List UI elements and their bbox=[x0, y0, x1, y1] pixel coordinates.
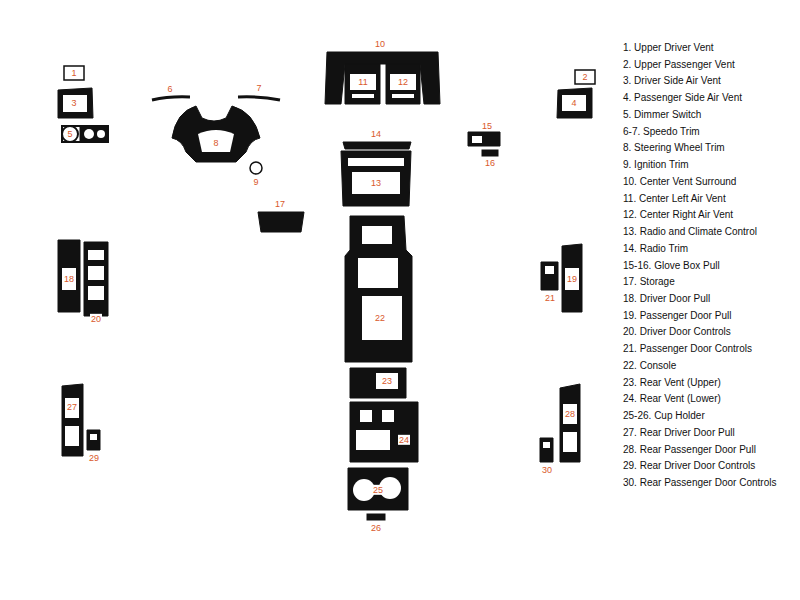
callout-number: 11 bbox=[357, 77, 368, 87]
part-list-item: 14. Radio Trim bbox=[623, 243, 688, 255]
part-list-item: 30. Rear Passenger Door Controls bbox=[623, 477, 776, 489]
part-list-item: 18. Driver Door Pull bbox=[623, 293, 710, 305]
callout-number: 6 bbox=[166, 84, 173, 94]
callout-number: 20 bbox=[90, 314, 102, 324]
callout-number: 18 bbox=[63, 274, 75, 284]
callout-number: 23 bbox=[381, 376, 393, 386]
part-list-item: 12. Center Right Air Vent bbox=[623, 210, 733, 222]
part-list-item: 6-7. Speedo Trim bbox=[623, 126, 700, 138]
part-list-item: 21. Passenger Door Controls bbox=[623, 343, 752, 355]
part-list-item: 25-26. Cup Holder bbox=[623, 410, 705, 422]
callout-number: 10 bbox=[374, 39, 386, 49]
part-list-item: 13. Radio and Climate Control bbox=[623, 226, 757, 238]
part-list-item: 3. Driver Side Air Vent bbox=[623, 76, 721, 88]
part-list-item: 2. Upper Passenger Vent bbox=[623, 59, 735, 71]
part-list-item: 8. Steering Wheel Trim bbox=[623, 143, 725, 155]
callout-number: 7 bbox=[255, 83, 262, 93]
part-list-item: 28. Rear Passenger Door Pull bbox=[623, 444, 756, 456]
part-list-item: 10. Center Vent Surround bbox=[623, 176, 736, 188]
part-list-item: 11. Center Left Air Vent bbox=[623, 193, 726, 205]
callout-number: 4 bbox=[570, 98, 577, 108]
callout-number: 21 bbox=[544, 293, 556, 303]
callout-number: 17 bbox=[274, 199, 286, 209]
callout-number: 26 bbox=[370, 523, 382, 533]
callout-number: 1 bbox=[70, 68, 77, 78]
callout-number: 2 bbox=[581, 72, 588, 82]
callout-number: 8 bbox=[212, 138, 219, 148]
callout-number: 25 bbox=[372, 485, 384, 495]
part-list-item: 24. Rear Vent (Lower) bbox=[623, 394, 721, 406]
callout-number: 19 bbox=[566, 274, 578, 284]
part-list-item: 5. Dimmer Switch bbox=[623, 109, 701, 121]
callout-number: 15 bbox=[481, 121, 493, 131]
part-list-item: 9. Ignition Trim bbox=[623, 159, 689, 171]
callout-number: 24 bbox=[398, 435, 410, 445]
part-list-item: 22. Console bbox=[623, 360, 676, 372]
part-list-item: 15-16. Glove Box Pull bbox=[623, 260, 720, 272]
part-list-item: 23. Rear Vent (Upper) bbox=[623, 377, 721, 389]
part-list-item: 19. Passenger Door Pull bbox=[623, 310, 731, 322]
callout-number: 12 bbox=[397, 77, 409, 87]
callout-number: 9 bbox=[252, 177, 259, 187]
callout-number: 16 bbox=[484, 158, 496, 168]
part-list-item: 4. Passenger Side Air Vent bbox=[623, 92, 742, 104]
callout-number: 3 bbox=[70, 98, 77, 108]
callout-number: 30 bbox=[541, 465, 553, 475]
callout-number: 29 bbox=[88, 453, 100, 463]
callout-number: 27 bbox=[66, 402, 78, 412]
part-list-item: 20. Driver Door Controls bbox=[623, 327, 731, 339]
callout-number: 5 bbox=[66, 129, 73, 139]
part-list-item: 17. Storage bbox=[623, 276, 675, 288]
callout-number: 22 bbox=[374, 313, 386, 323]
part-list-item: 1. Upper Driver Vent bbox=[623, 42, 714, 54]
callout-number: 13 bbox=[370, 178, 382, 188]
part-list-item: 29. Rear Driver Door Controls bbox=[623, 461, 755, 473]
part-list-item: 27. Rear Driver Door Pull bbox=[623, 427, 735, 439]
callout-number: 28 bbox=[564, 409, 576, 419]
callout-number: 14 bbox=[370, 129, 382, 139]
